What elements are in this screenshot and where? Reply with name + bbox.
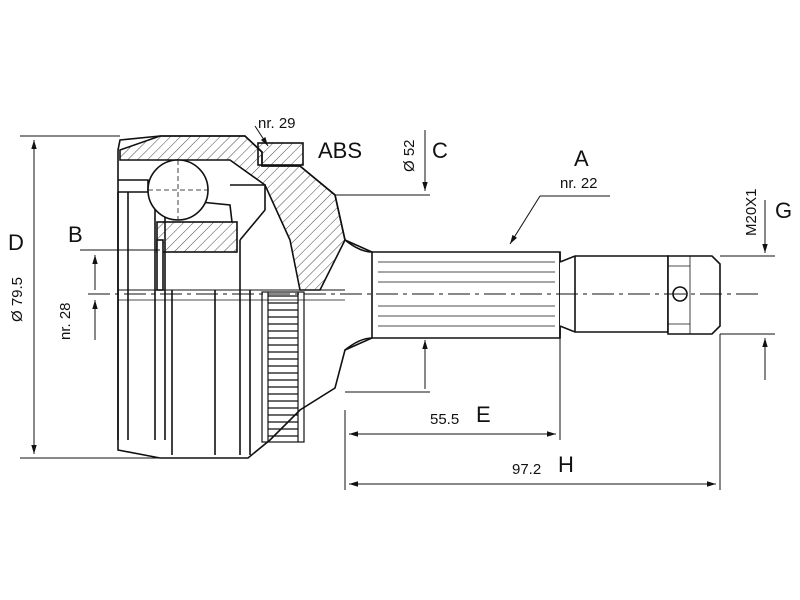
- label-len-e: 55.5: [430, 411, 460, 428]
- label-e: E: [476, 402, 491, 427]
- label-len-h: 97.2: [512, 461, 542, 478]
- housing: [117, 135, 373, 459]
- label-dia52: Ø 52: [401, 139, 418, 172]
- label-abs: ABS: [318, 138, 363, 163]
- splined-shaft: [344, 239, 721, 351]
- label-nr29: nr. 29: [258, 115, 296, 132]
- label-nr22: nr. 22: [560, 175, 598, 192]
- dimension-lines: [20, 125, 775, 490]
- label-h: H: [558, 452, 574, 477]
- label-dia795: Ø 79.5: [9, 276, 26, 322]
- label-a: A: [574, 146, 589, 171]
- label-d: D: [8, 230, 24, 255]
- label-nr28: nr. 28: [57, 302, 74, 340]
- label-thread: M20X1: [743, 188, 760, 236]
- label-b: B: [68, 222, 83, 247]
- label-c: C: [432, 138, 448, 163]
- label-g: G: [775, 198, 793, 223]
- abs-ring: [261, 291, 305, 443]
